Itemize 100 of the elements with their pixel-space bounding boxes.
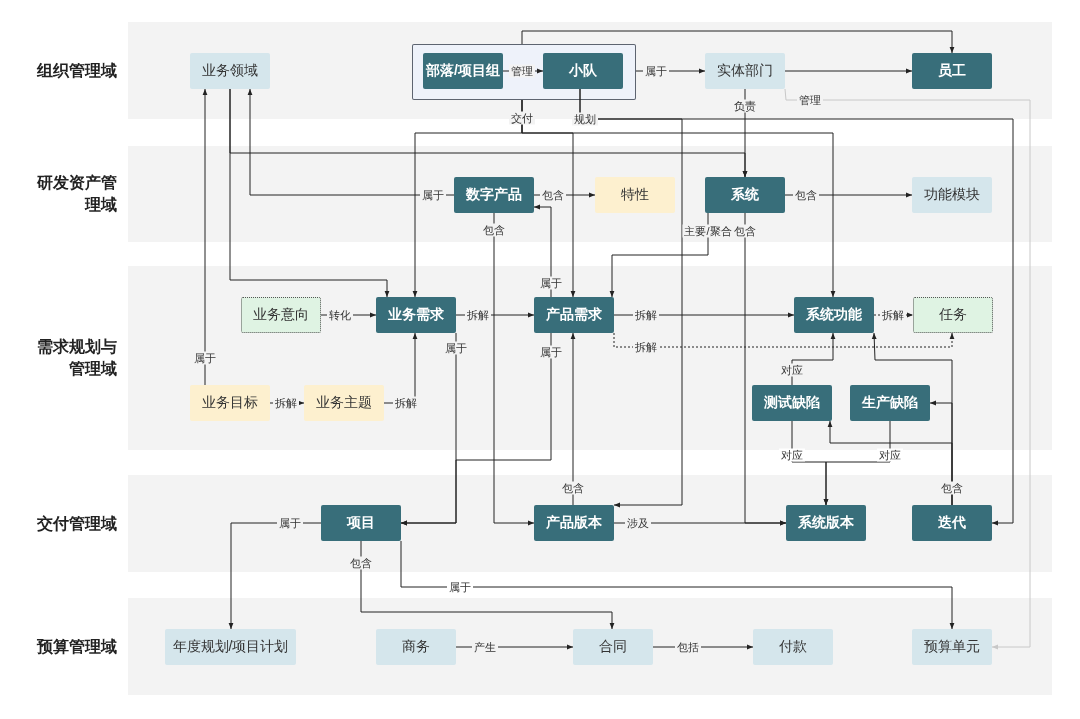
domain-label: 组织管理域 xyxy=(37,60,117,81)
arrow xyxy=(784,68,913,74)
entity-box: 合同 xyxy=(573,629,653,665)
dashed-box: 业务意向 xyxy=(241,297,321,333)
arrow xyxy=(784,192,913,198)
edge-label: 管理 xyxy=(509,64,535,78)
edge-label: 包含 xyxy=(793,188,819,202)
edge-label: 交付 xyxy=(509,111,535,125)
edge-label: 属于 xyxy=(277,516,303,530)
dashed-box: 任务 xyxy=(913,297,993,333)
edge-label: 涉及 xyxy=(625,516,651,530)
arrow xyxy=(533,204,552,298)
entity-box: 特性 xyxy=(595,177,675,213)
edge-label: 对应 xyxy=(779,448,805,462)
edge-label: 拆解 xyxy=(633,340,659,354)
entity-box: 业务目标 xyxy=(190,385,270,421)
entity-box: 系统版本 xyxy=(786,505,866,541)
arrow xyxy=(455,644,574,650)
domain-label: 研发资产管理域 xyxy=(36,173,117,215)
edge-label: 包含 xyxy=(560,481,586,495)
entity-box: 产品版本 xyxy=(534,505,614,541)
edge-label: 属于 xyxy=(538,345,564,359)
arrow xyxy=(570,332,576,506)
entity-box: 系统 xyxy=(705,177,785,213)
arrow xyxy=(383,332,418,404)
edge-label: 属于 xyxy=(443,341,469,355)
entity-box: 商务 xyxy=(376,629,456,665)
entity-box: 年度规划/项目计划 xyxy=(165,629,296,665)
entity-box: 部落/项目组 xyxy=(423,53,503,89)
edge-label: 管理 xyxy=(797,93,823,107)
arrow xyxy=(784,88,1031,650)
edge-label: 拆解 xyxy=(393,396,419,410)
entity-box: 产品需求 xyxy=(534,297,614,333)
arrow xyxy=(533,192,596,198)
arrow xyxy=(635,68,706,74)
group-frame xyxy=(412,44,636,100)
entity-box: 功能模块 xyxy=(912,177,992,213)
arrow xyxy=(455,312,535,318)
arrow xyxy=(521,30,955,54)
arrow xyxy=(247,88,455,196)
domain-label: 需求规划与管理域 xyxy=(36,337,117,379)
edge-label: 规划 xyxy=(572,112,598,126)
arrow xyxy=(823,420,891,506)
entity-box: 付款 xyxy=(753,629,833,665)
entity-box: 业务领域 xyxy=(190,53,270,89)
entity-box: 测试缺陷 xyxy=(752,385,832,421)
entity-box: 预算单元 xyxy=(912,629,992,665)
entity-box: 项目 xyxy=(321,505,401,541)
arrow xyxy=(493,212,535,526)
entity-box: 数字产品 xyxy=(454,177,534,213)
edge-label: 包含 xyxy=(348,556,374,570)
arrow xyxy=(360,540,615,630)
edge-label: 包含 xyxy=(481,223,507,237)
edge-label: 拆解 xyxy=(465,308,491,322)
edge-label: 属于 xyxy=(192,351,218,365)
edge-label: 属于 xyxy=(643,64,669,78)
entity-box: 生产缺陷 xyxy=(850,385,930,421)
arrow xyxy=(521,99,836,298)
arrow xyxy=(320,312,377,318)
entity-box: 业务主题 xyxy=(304,385,384,421)
edge-label: 属于 xyxy=(538,276,564,290)
arrow xyxy=(827,420,953,506)
entity-box: 业务需求 xyxy=(376,297,456,333)
arrow xyxy=(791,332,836,386)
edge-label: 负责 xyxy=(732,99,758,113)
edge-label: 主要/聚合 xyxy=(682,224,734,238)
arrow xyxy=(228,522,322,630)
edge-label: 属于 xyxy=(447,580,473,594)
arrow xyxy=(652,644,754,650)
edge-label: 对应 xyxy=(877,448,903,462)
edge-label: 属于 xyxy=(420,188,446,202)
entity-box: 小队 xyxy=(543,53,623,89)
arrow xyxy=(613,332,955,348)
arrow xyxy=(873,312,914,318)
edge-label: 拆解 xyxy=(880,308,906,322)
arrow xyxy=(502,68,544,74)
edge-label: 包含 xyxy=(939,481,965,495)
arrow xyxy=(613,520,787,526)
entity-box: 迭代 xyxy=(912,505,992,541)
edge-label: 包含 xyxy=(732,224,758,238)
entity-box: 员工 xyxy=(912,53,992,89)
arrow xyxy=(400,540,955,630)
edge-label: 对应 xyxy=(779,363,805,377)
arrow xyxy=(579,88,1014,526)
entity-box: 系统功能 xyxy=(794,297,874,333)
arrow xyxy=(202,88,208,386)
edge-label: 产生 xyxy=(472,640,498,654)
domain-label: 预算管理域 xyxy=(37,636,117,657)
edge-label: 拆解 xyxy=(273,396,299,410)
arrow xyxy=(613,312,795,318)
arrow xyxy=(609,212,709,298)
entity-box: 实体部门 xyxy=(705,53,785,89)
arrow xyxy=(400,332,552,526)
edge-label: 包含 xyxy=(540,188,566,202)
edge-label: 包括 xyxy=(675,640,701,654)
arrow xyxy=(229,88,390,298)
domain-label: 交付管理域 xyxy=(37,513,117,534)
arrow xyxy=(269,400,305,406)
edge-label: 转化 xyxy=(327,308,353,322)
edge-label: 拆解 xyxy=(633,308,659,322)
